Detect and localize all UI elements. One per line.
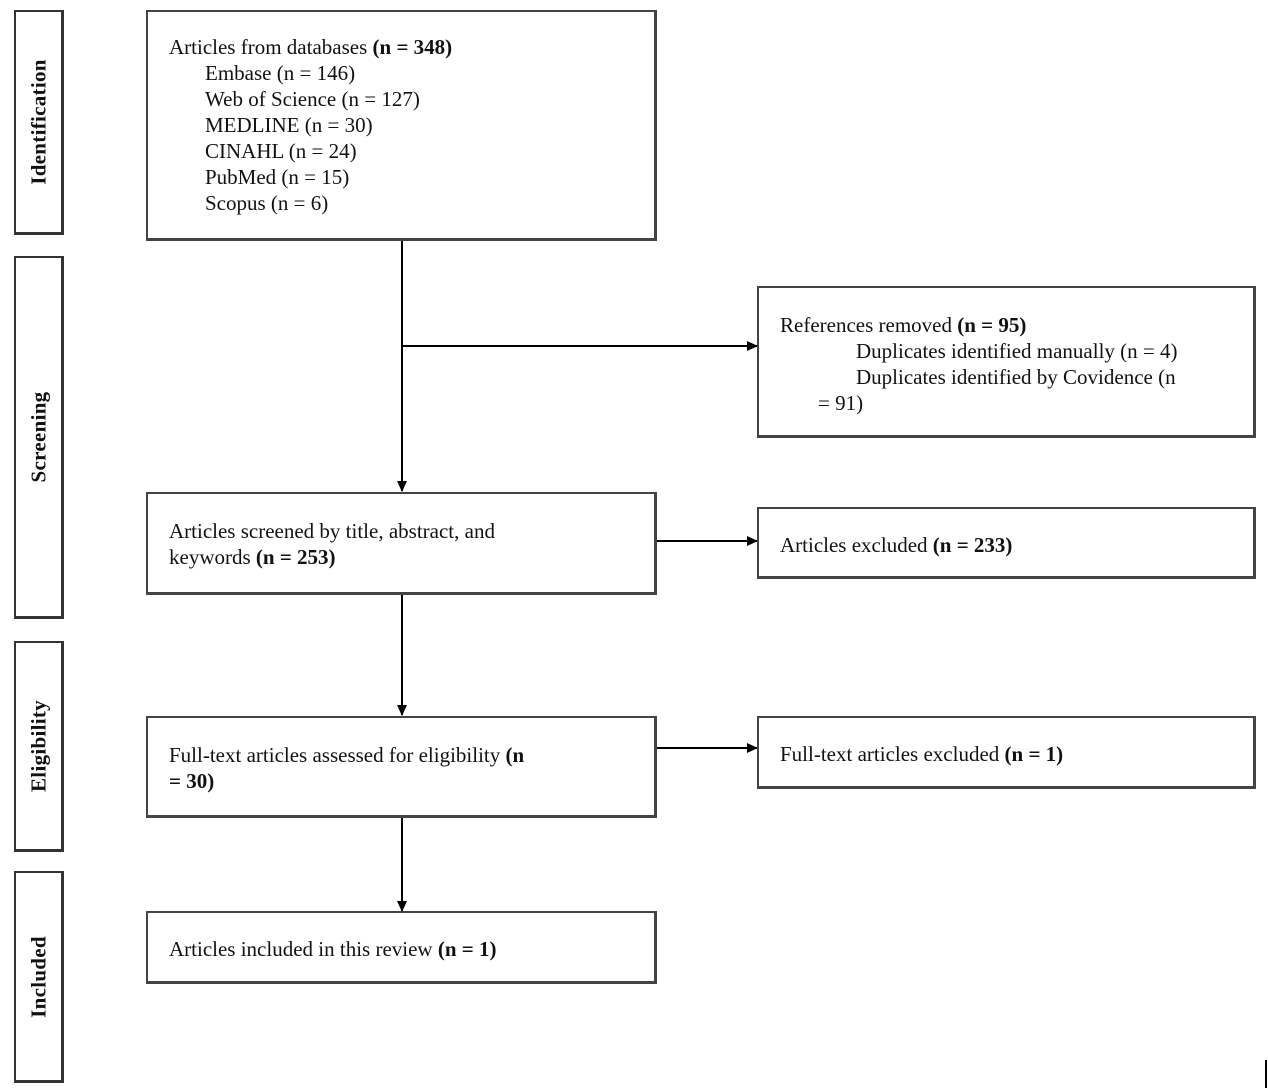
removed-title-row: References removed (n = 95) [780, 312, 1253, 338]
eligibility-line1: Full-text articles assessed for eligibil… [169, 743, 501, 767]
included-row: Articles included in this review (n = 1) [169, 936, 654, 962]
edge-divider [1265, 1060, 1267, 1088]
source-cinahl: CINAHL (n = 24) [205, 139, 357, 163]
excluded-row: Articles excluded (n = 233) [780, 532, 1253, 558]
eligibility-box: Full-text articles assessed for eligibil… [146, 716, 657, 818]
screened-line1: Articles screened by title, abstract, an… [169, 519, 495, 543]
stage-screening: Screening [14, 256, 64, 619]
identification-box: Articles from databases (n = 348) Embase… [146, 10, 657, 241]
removed-covidence: Duplicates identified by Covidence (n [856, 365, 1176, 389]
source-pubmed: PubMed (n = 15) [205, 165, 350, 189]
source-embase: Embase (n = 146) [205, 61, 356, 85]
fulltext-excluded-box: Full-text articles excluded (n = 1) [757, 716, 1256, 789]
stage-included: Included [14, 871, 64, 1083]
identification-count: (n = 348) [372, 35, 453, 59]
identification-title: Articles from databases [169, 35, 368, 59]
source-web-of-science: Web of Science (n = 127) [205, 87, 420, 111]
removed-manual: Duplicates identified manually (n = 4) [856, 339, 1178, 363]
stage-identification: Identification [14, 10, 64, 235]
stage-eligibility: Eligibility [14, 641, 64, 852]
fulltext-excluded-count: (n = 1) [1004, 742, 1064, 766]
screened-box: Articles screened by title, abstract, an… [146, 492, 657, 595]
excluded-title: Articles excluded [780, 533, 928, 557]
included-count: (n = 1) [437, 937, 497, 961]
identification-title-row: Articles from databases (n = 348) [169, 34, 654, 60]
source-medline: MEDLINE (n = 30) [205, 113, 373, 137]
fulltext-excluded-row: Full-text articles excluded (n = 1) [780, 741, 1253, 767]
screened-line2-row: keywords (n = 253) [169, 544, 654, 570]
excluded-box: Articles excluded (n = 233) [757, 507, 1256, 579]
removed-covidence-count: = 91) [818, 391, 864, 415]
included-box: Articles included in this review (n = 1) [146, 911, 657, 984]
removed-box: References removed (n = 95) Duplicates i… [757, 286, 1256, 438]
removed-count: (n = 95) [957, 313, 1027, 337]
removed-title: References removed [780, 313, 952, 337]
eligibility-count-b: = 30) [169, 769, 215, 793]
screened-count: (n = 253) [255, 545, 336, 569]
eligibility-line1-row: Full-text articles assessed for eligibil… [169, 742, 654, 768]
included-title: Articles included in this review [169, 937, 433, 961]
excluded-count: (n = 233) [932, 533, 1013, 557]
source-scopus: Scopus (n = 6) [205, 191, 329, 215]
screened-line2: keywords [169, 545, 251, 569]
fulltext-excluded-title: Full-text articles excluded [780, 742, 1000, 766]
eligibility-count-a: (n [505, 743, 525, 767]
